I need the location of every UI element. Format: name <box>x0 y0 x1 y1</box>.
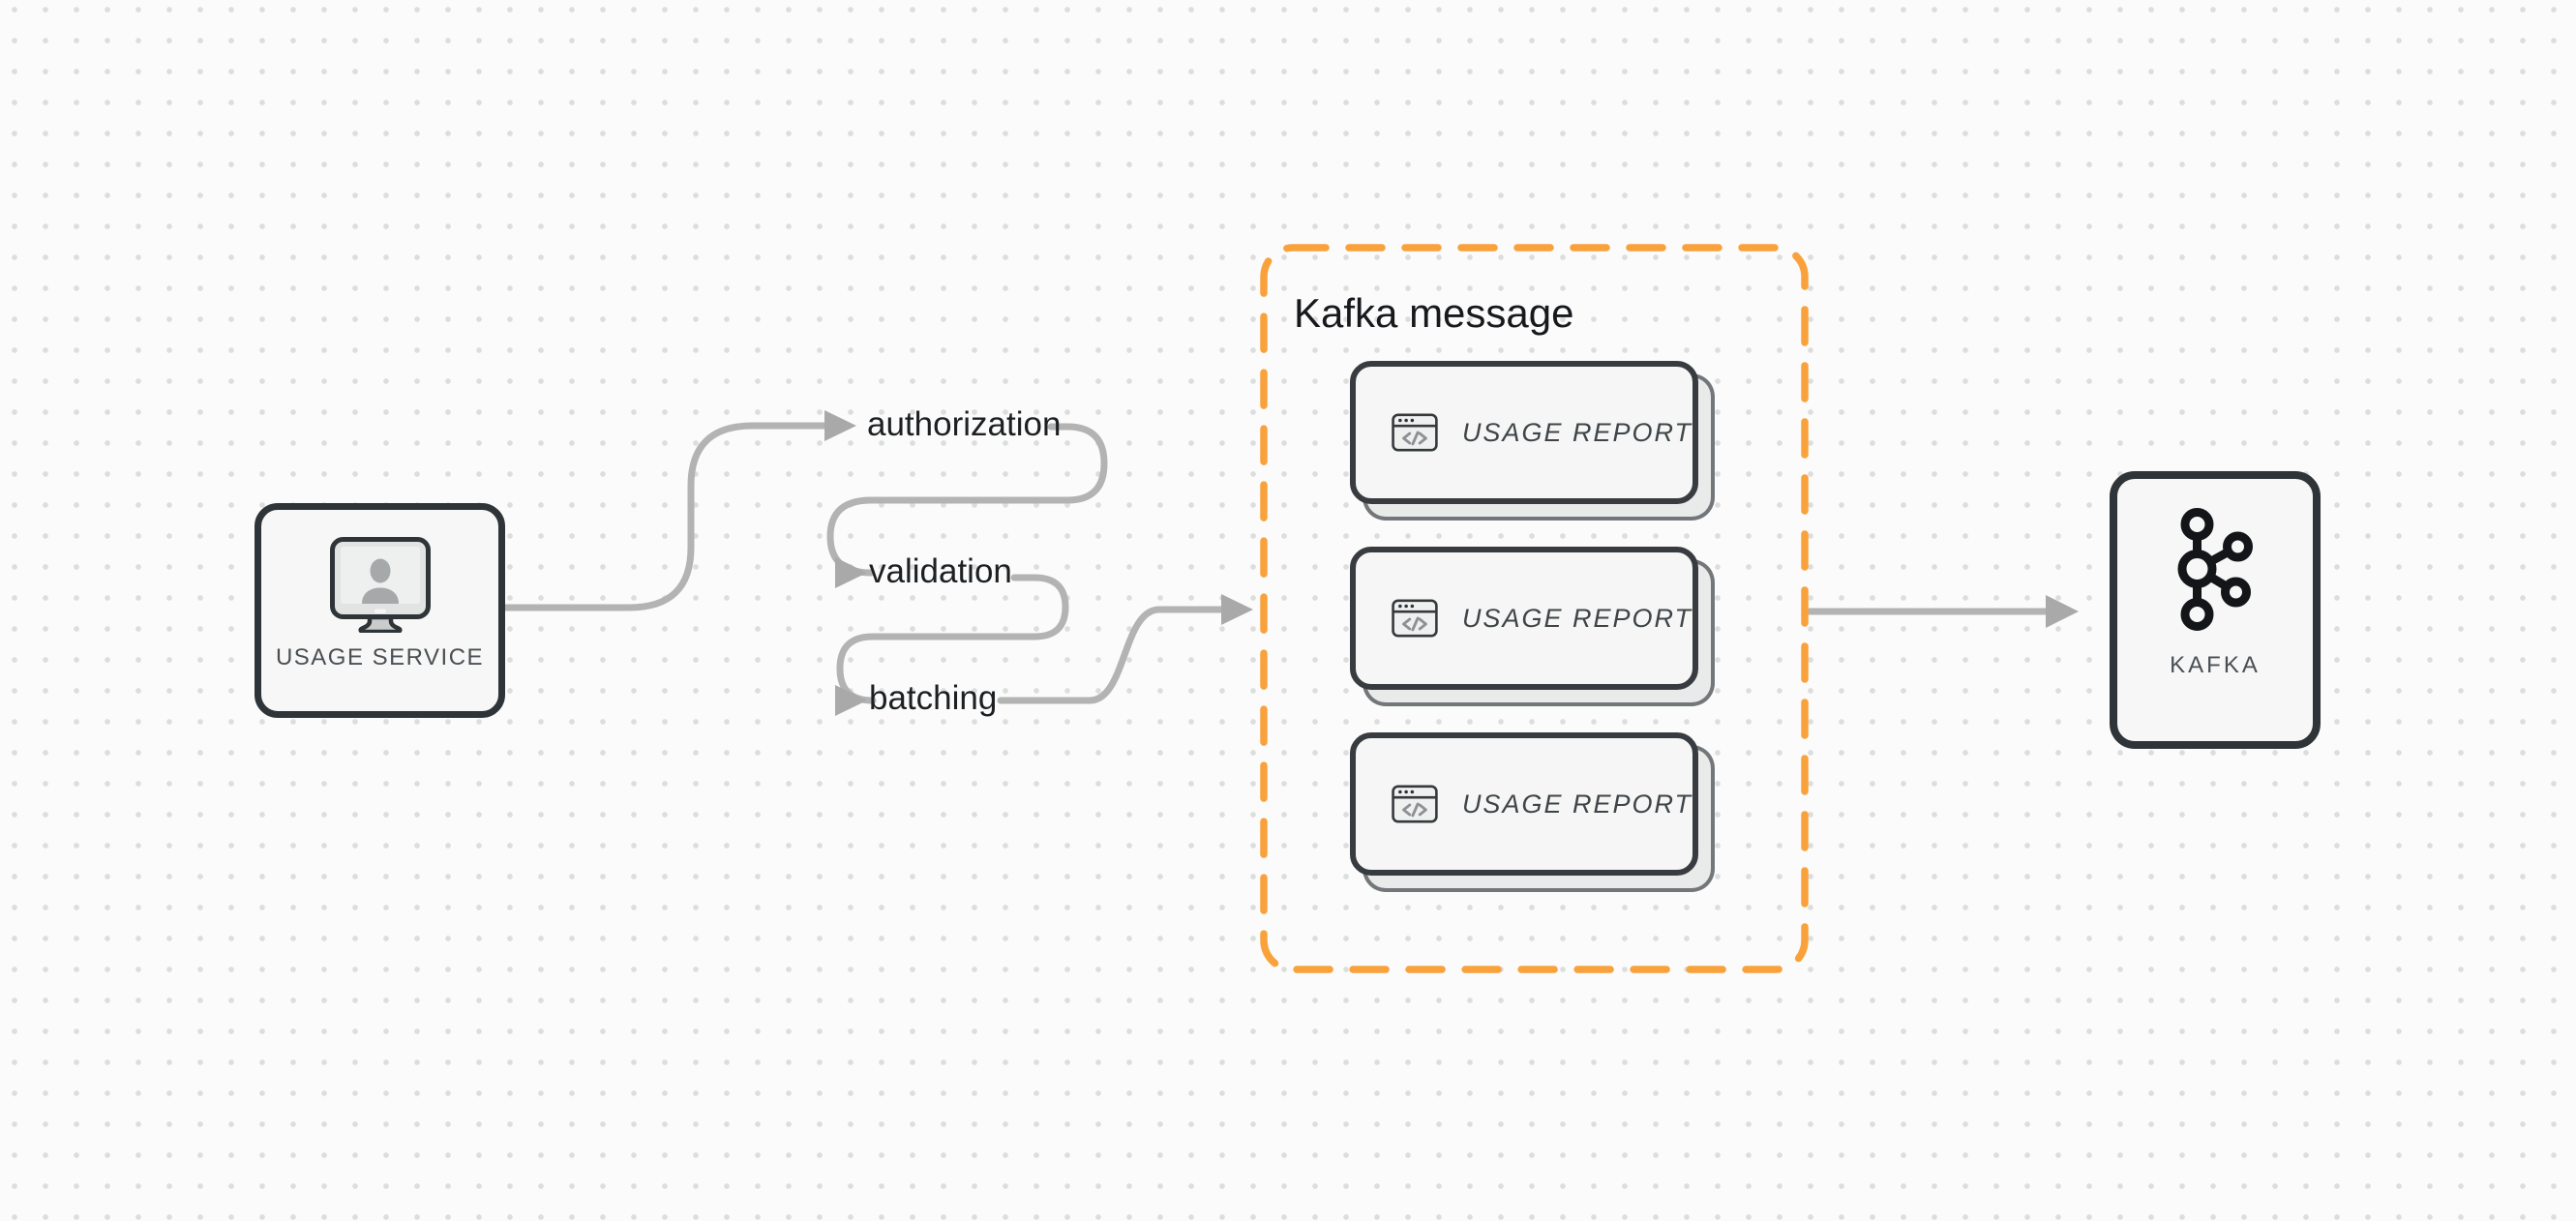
arrow-batching-to-group <box>997 606 1225 704</box>
code-window-icon <box>1392 785 1438 823</box>
arrowhead <box>835 685 867 716</box>
monitor-user-icon <box>329 537 431 633</box>
arrow-usage-to-authorization <box>502 422 828 611</box>
arrowhead <box>1221 594 1253 625</box>
arrowhead <box>824 410 856 441</box>
arrowhead <box>2046 595 2079 628</box>
step-batching: batching <box>869 679 998 718</box>
usage-report-card: USAGE REPORT <box>1350 547 1698 690</box>
arrow-authorization-to-validation <box>826 423 1108 577</box>
step-authorization: authorization <box>867 405 1062 444</box>
kafka-message-group-border <box>1260 244 1809 973</box>
code-window-icon <box>1392 413 1438 452</box>
kafka-node: KAFKA <box>2110 471 2321 749</box>
arrowhead <box>835 557 867 588</box>
kafka-logo-icon <box>2177 508 2253 631</box>
usage-report-card: USAGE REPORT <box>1350 732 1698 876</box>
usage-service-label: USAGE SERVICE <box>275 644 485 670</box>
usage-service-node: USAGE SERVICE <box>255 503 505 718</box>
kafka-message-group-title: Kafka message <box>1294 290 1574 337</box>
arrow-validation-to-batching <box>836 574 1069 704</box>
usage-report-label: USAGE REPORT <box>1461 417 1692 447</box>
step-validation: validation <box>869 552 1012 591</box>
kafka-label: KAFKA <box>2170 652 2261 678</box>
usage-report-card: USAGE REPORT <box>1350 361 1698 504</box>
code-window-icon <box>1392 599 1438 638</box>
usage-report-label: USAGE REPORT <box>1461 603 1692 633</box>
usage-report-label: USAGE REPORT <box>1461 789 1692 819</box>
